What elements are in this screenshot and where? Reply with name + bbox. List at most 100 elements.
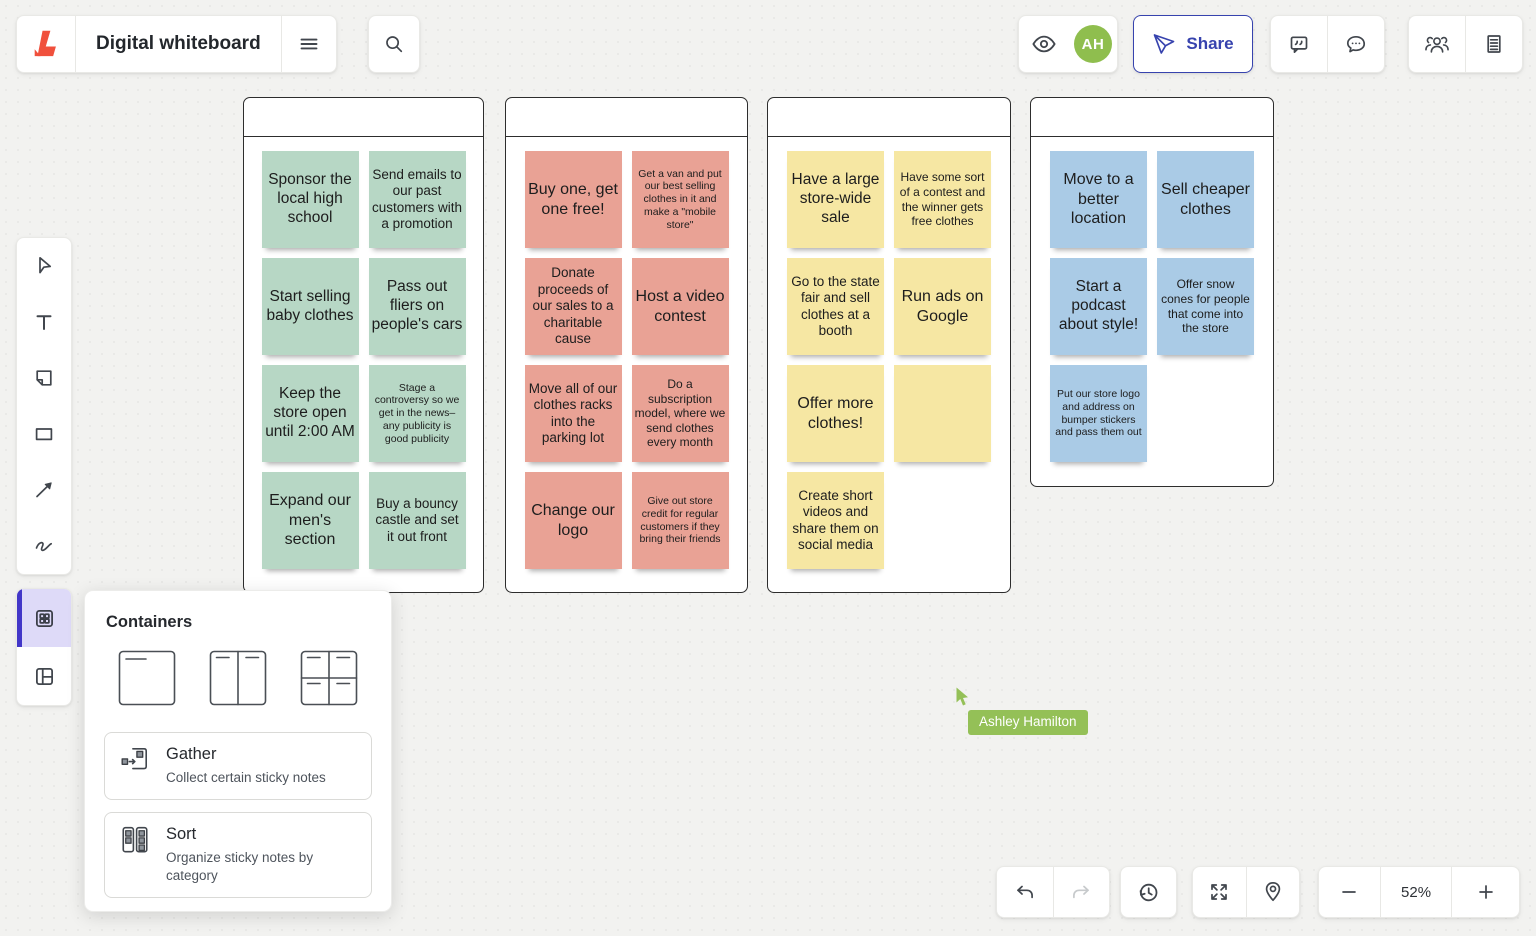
history-button[interactable] [1120, 866, 1177, 918]
sticky-note[interactable]: Offer snow cones for people that come in… [1157, 258, 1254, 355]
divider [1327, 16, 1328, 72]
tools-panel [16, 237, 72, 575]
sticky-note[interactable]: Have a large store-wide sale [787, 151, 884, 248]
sticky-note[interactable]: Give out store credit for regular custom… [631, 472, 729, 569]
collaborator-cursor-icon [952, 686, 972, 707]
containers-grid-icon [32, 606, 57, 631]
notes-panel-button[interactable] [1466, 16, 1522, 72]
sticky-note[interactable]: Expand our men's section [261, 472, 359, 569]
avatar-cell[interactable]: AH [1069, 16, 1117, 72]
sticky-note[interactable]: Offer more clothes! [787, 365, 884, 462]
container-title[interactable] [1031, 98, 1273, 137]
locate-button[interactable] [1246, 867, 1299, 917]
zoom-out-button[interactable] [1319, 867, 1380, 917]
app-logo-button[interactable] [17, 16, 75, 72]
sticky-note[interactable]: Buy one, get one free! [524, 151, 622, 248]
sort-icon [119, 824, 151, 856]
sticky-note[interactable]: Donate proceeds of our sales to a charit… [524, 258, 622, 355]
container-thumbnails [104, 650, 372, 706]
text-tool[interactable] [17, 294, 71, 350]
sticky-note-tool[interactable] [17, 350, 71, 406]
chat-button[interactable] [1328, 16, 1384, 72]
app-header: Digital whiteboard [16, 15, 337, 73]
arrow-icon [32, 478, 56, 502]
two-column-container-option[interactable] [209, 650, 267, 706]
collaborators-button[interactable] [1409, 16, 1465, 72]
sticky-note[interactable]: Create short videos and share them on so… [787, 472, 884, 569]
cursor-shape [956, 687, 968, 706]
redo-button[interactable] [1053, 867, 1109, 917]
share-label: Share [1186, 34, 1234, 53]
sticky-note[interactable]: Host a video contest [631, 258, 729, 355]
zoom-out-icon [1338, 881, 1360, 903]
sticky-note[interactable]: Start selling baby clothes [261, 258, 359, 355]
four-quadrant-container-option[interactable] [300, 650, 358, 706]
sticky-note[interactable]: Move to a better location [1050, 151, 1147, 248]
layout-icon [32, 664, 57, 689]
sticky-note[interactable]: Go to the state fair and sell clothes at… [787, 258, 884, 355]
sticky-note[interactable]: Sponsor the local high school [261, 151, 359, 248]
squiggle-icon [32, 534, 56, 558]
sticky-note[interactable]: Sell cheaper clothes [1157, 151, 1254, 248]
main-menu-button[interactable] [282, 16, 336, 72]
select-tool[interactable] [17, 238, 71, 294]
redo-icon [1069, 880, 1093, 904]
sticky-note[interactable]: Run ads on Google [894, 258, 991, 355]
sticky-note[interactable]: Have some sort of a contest and the winn… [894, 151, 991, 248]
draw-tool[interactable] [17, 518, 71, 574]
comments-group [1270, 15, 1385, 73]
visibility-button[interactable] [1019, 16, 1069, 72]
sticky-note[interactable]: Change our logo [524, 472, 622, 569]
container-title[interactable] [506, 98, 747, 137]
undo-button[interactable] [997, 867, 1053, 917]
view-group [1192, 866, 1300, 918]
map-pin-icon [1261, 880, 1285, 904]
divider [1052, 867, 1054, 917]
lucid-logo-icon [32, 29, 60, 59]
single-container-option[interactable] [118, 650, 176, 706]
panels-group [1408, 15, 1523, 73]
arrow-tool[interactable] [17, 462, 71, 518]
sticky-note[interactable]: Do a subscription model, where we send c… [631, 365, 729, 462]
sticky-note[interactable] [894, 365, 991, 462]
sticky-note[interactable]: Move all of our clothes racks into the p… [524, 365, 622, 462]
sticky-note[interactable]: Send emails to our past customers with a… [368, 151, 466, 248]
containers-tool[interactable] [17, 589, 71, 647]
sort-label: Sort [166, 824, 197, 843]
divider [75, 16, 76, 72]
comment-button[interactable] [1271, 16, 1327, 72]
cursor-icon [32, 254, 56, 278]
fullscreen-button[interactable] [1193, 867, 1246, 917]
sticky-note[interactable]: Get a van and put our best selling cloth… [631, 151, 729, 248]
gather-description: Collect certain sticky notes [166, 770, 326, 786]
search-button[interactable] [368, 15, 420, 73]
container-notes: Buy one, get one free!Get a van and put … [506, 137, 747, 589]
sticky-note[interactable]: Start a podcast about style! [1050, 258, 1147, 355]
sticky-container[interactable]: Buy one, get one free!Get a van and put … [505, 97, 748, 593]
sticky-note[interactable]: Keep the store open until 2:00 AM [261, 365, 359, 462]
chat-bubble-icon [1344, 32, 1368, 56]
sticky-note[interactable]: Buy a bouncy castle and set it out front [368, 472, 466, 569]
shape-tool[interactable] [17, 406, 71, 462]
sticky-note[interactable]: Pass out fliers on people's cars [368, 258, 466, 355]
user-avatar[interactable]: AH [1074, 25, 1112, 63]
zoom-in-button[interactable] [1452, 867, 1519, 917]
share-button[interactable]: Share [1133, 15, 1253, 73]
container-title[interactable] [768, 98, 1010, 137]
sticky-note[interactable]: Put our store logo and address on bumper… [1050, 365, 1147, 462]
divider [1245, 867, 1247, 917]
layout-tool[interactable] [17, 647, 71, 705]
collaborator-cursor [952, 686, 972, 707]
gather-action[interactable]: Gather Collect certain sticky notes [104, 732, 372, 800]
zoom-level[interactable]: 52% [1401, 883, 1432, 901]
container-title[interactable] [244, 98, 483, 137]
sort-action[interactable]: Sort Organize sticky notes by category [104, 811, 372, 898]
quote-comment-icon [1287, 32, 1311, 56]
eye-icon [1031, 31, 1057, 57]
sticky-note[interactable]: Stage a controversy so we get in the new… [368, 365, 466, 462]
